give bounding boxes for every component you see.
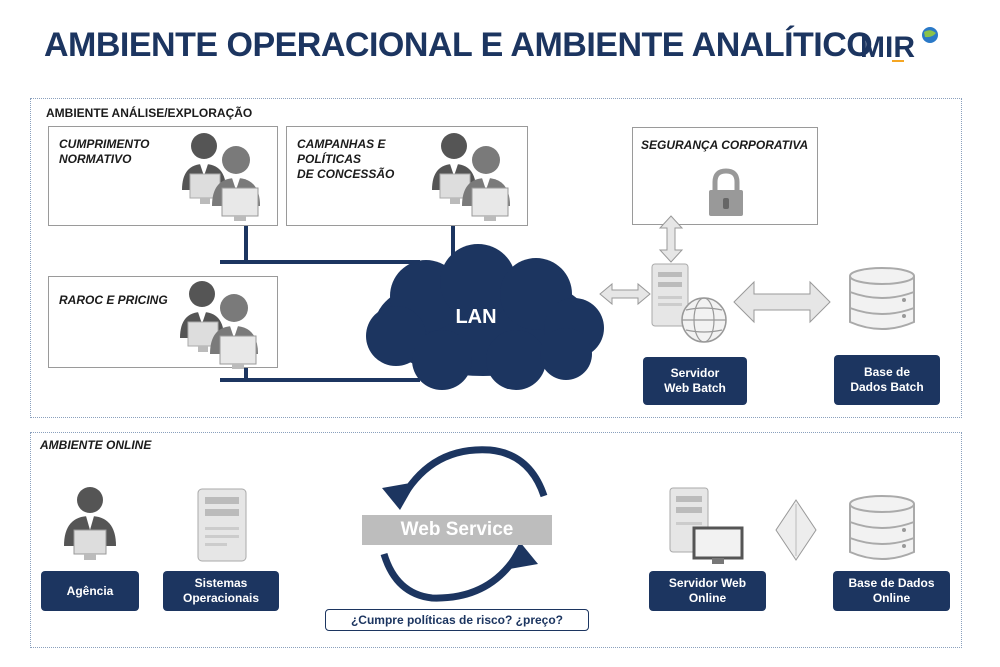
horizontal-double-arrow-icon — [599, 282, 651, 306]
web-service-bar: Web Service — [362, 515, 552, 545]
web-batch-server-label: Servidor Web Batch — [643, 357, 747, 405]
server-monitor-icon — [669, 487, 744, 564]
risk-policy-question: ¿Cumpre políticas de risco? ¿preço? — [325, 609, 589, 631]
server-globe-icon — [651, 263, 727, 343]
group-label-raroc: RAROC E PRICING — [59, 293, 168, 307]
online-environment-label: AMBIENTE ONLINE — [40, 438, 152, 452]
web-online-server-button[interactable]: Servidor Web Online — [649, 571, 766, 611]
batch-database-label: Base de Dados Batch — [834, 355, 940, 405]
page-title: AMBIENTE OPERACIONAL E AMBIENTE ANALÍTIC… — [44, 26, 873, 64]
padlock-icon — [709, 168, 743, 216]
analysis-environment-label: AMBIENTE ANÁLISE/EXPLORAÇÃO — [46, 106, 253, 120]
group-label-compliance: CUMPRIMENTO NORMATIVO — [59, 137, 150, 166]
cloud-icon — [366, 244, 604, 390]
online-environment-region — [30, 432, 962, 648]
cycle-arrows-icon — [380, 446, 548, 602]
agency-button[interactable]: Agência — [41, 571, 139, 611]
users-at-computers-icon — [180, 281, 258, 369]
online-database-button[interactable]: Base de Dados Online — [833, 571, 950, 611]
vertical-double-arrow-icon — [658, 215, 684, 263]
mir-logo: MIR — [860, 27, 938, 64]
operational-systems-button[interactable]: Sistemas Operacionais — [163, 571, 279, 611]
database-icon — [849, 495, 915, 560]
users-at-computers-icon — [432, 133, 510, 221]
horizontal-double-arrow-icon — [733, 280, 831, 324]
users-at-computers-icon — [182, 133, 260, 221]
bidirectional-arrow-icon — [775, 499, 817, 561]
security-label: SEGURANÇA CORPORATIVA — [641, 138, 809, 152]
group-label-campaigns: CAMPANHAS E POLÍTICAS DE CONCESSÃO — [297, 137, 395, 181]
server-icon — [197, 488, 247, 562]
analysis-environment-region — [30, 98, 962, 418]
lan-label: LAN — [455, 306, 497, 328]
database-icon — [849, 267, 915, 330]
logo-text: MIR — [860, 31, 915, 64]
user-at-computer-icon — [64, 487, 116, 560]
